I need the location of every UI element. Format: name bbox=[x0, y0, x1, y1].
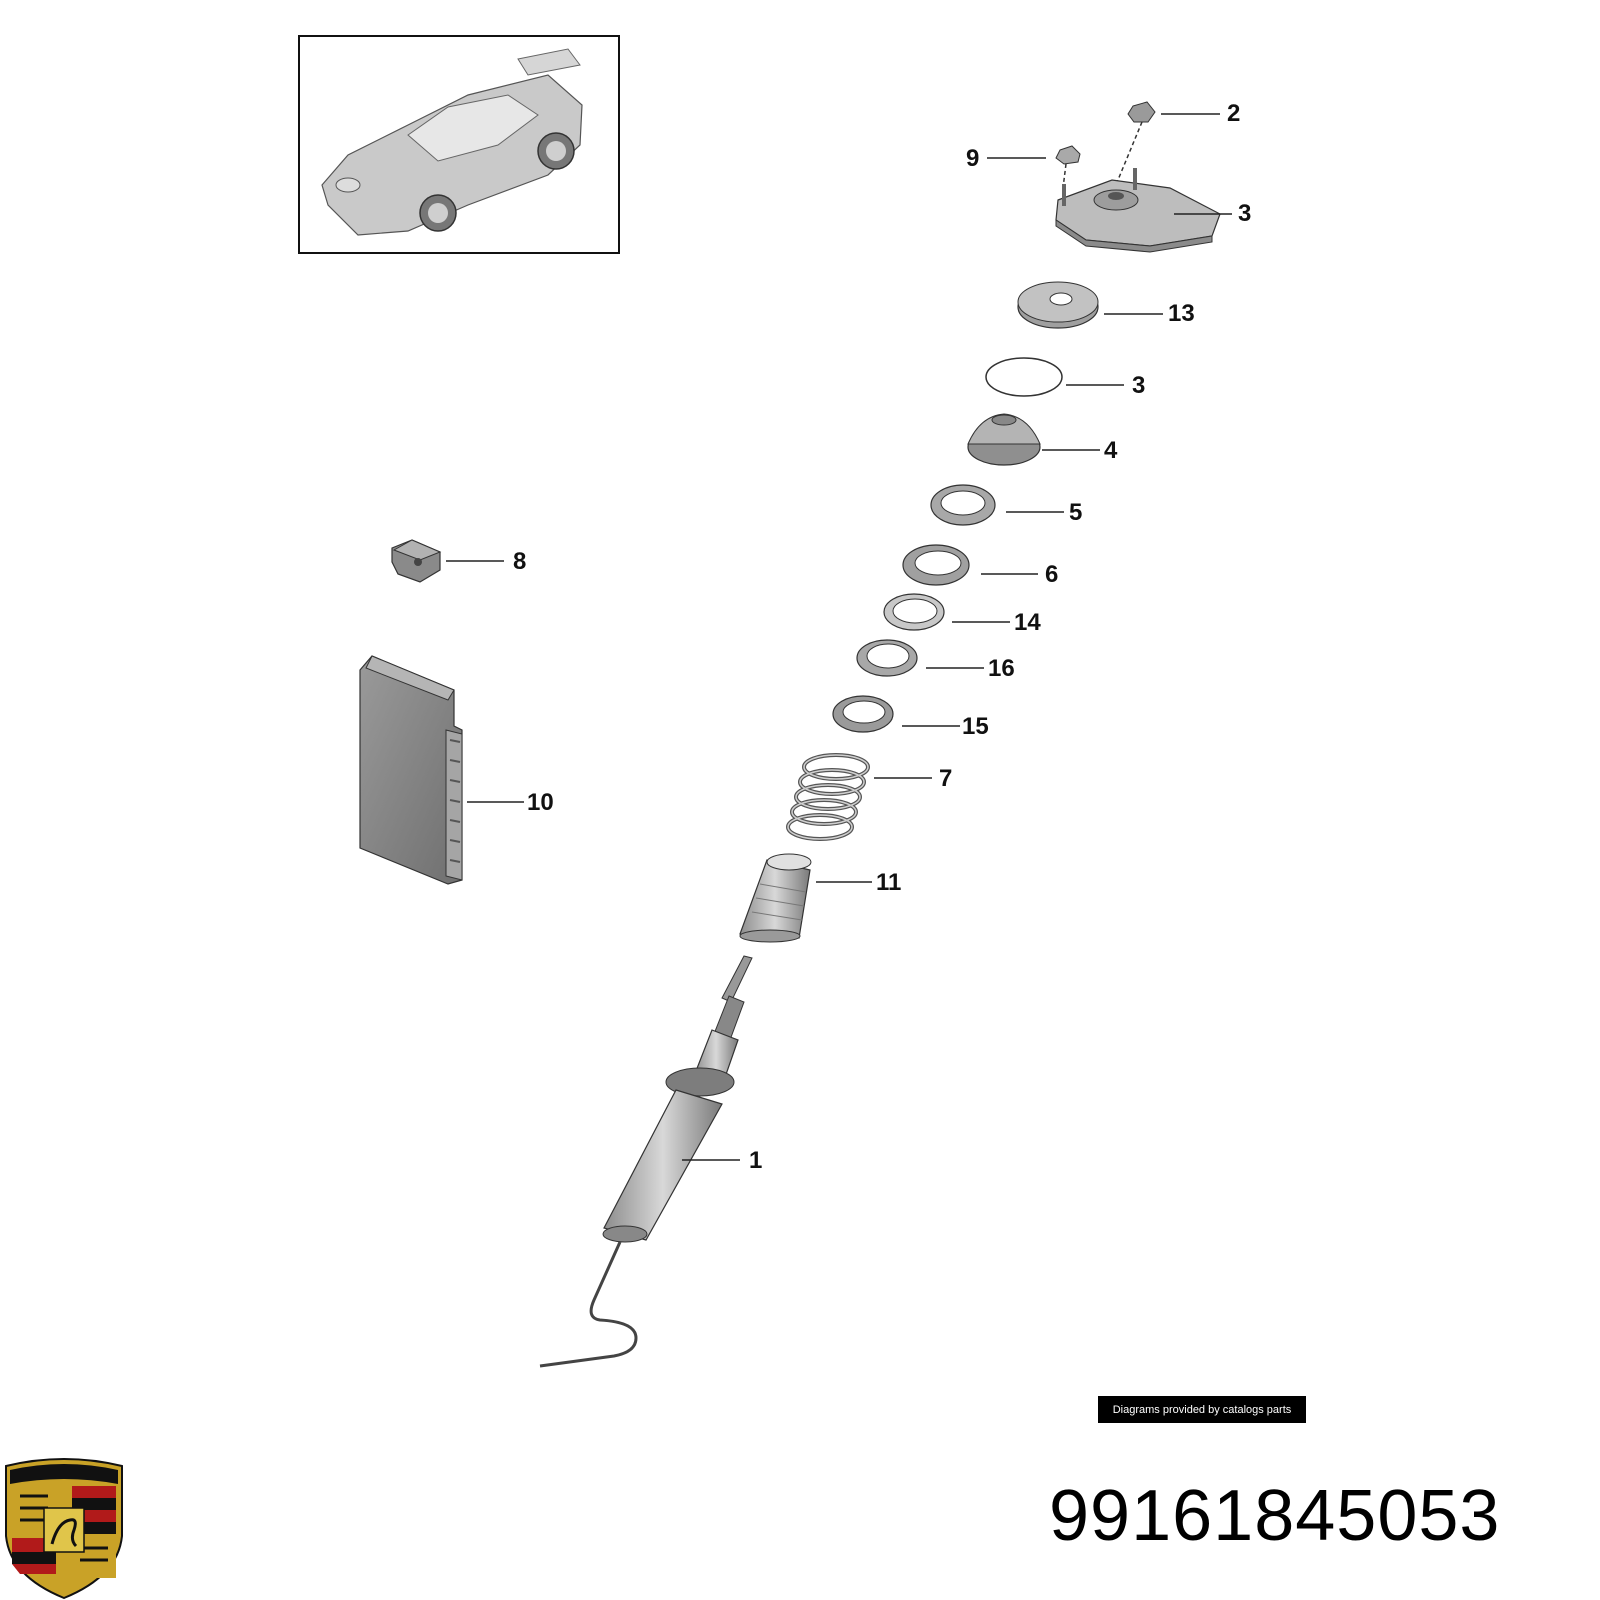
part-4-cap bbox=[967, 413, 1041, 466]
callout-8: 8 bbox=[513, 548, 527, 575]
callout-10: 10 bbox=[527, 789, 554, 816]
part-11-boot bbox=[739, 853, 812, 943]
part-13-washer bbox=[1017, 281, 1099, 329]
part-3-mount-plate bbox=[1055, 168, 1221, 253]
callout-15: 15 bbox=[962, 713, 989, 740]
callout-16: 16 bbox=[988, 655, 1015, 682]
part-16-ring bbox=[856, 639, 918, 677]
part-7-spring bbox=[786, 753, 870, 841]
part-8-sensor bbox=[391, 539, 442, 583]
leader-lines bbox=[446, 113, 1232, 1161]
vehicle-thumbnail bbox=[298, 35, 620, 254]
callout-13: 13 bbox=[1168, 300, 1195, 327]
part-number: 99161845053 bbox=[1049, 1476, 1501, 1556]
callout-3-plate: 3 bbox=[1238, 200, 1252, 227]
part-10-control-unit bbox=[359, 655, 463, 885]
credit-badge: Diagrams provided by catalogs parts bbox=[1098, 1396, 1306, 1423]
callout-11: 11 bbox=[876, 869, 902, 896]
callout-7: 7 bbox=[939, 765, 953, 792]
porsche-crest-logo bbox=[5, 1458, 123, 1600]
callout-14: 14 bbox=[1014, 609, 1041, 636]
callout-4: 4 bbox=[1104, 437, 1118, 464]
car-icon bbox=[321, 48, 583, 236]
callout-1: 1 bbox=[749, 1147, 763, 1174]
part-14-ring bbox=[883, 593, 945, 631]
callout-9: 9 bbox=[966, 145, 980, 172]
part-1-shock-absorber bbox=[539, 955, 753, 1368]
part-6-ring bbox=[902, 544, 970, 586]
callout-6: 6 bbox=[1045, 561, 1059, 588]
callout-3-ring: 3 bbox=[1132, 372, 1146, 399]
part-5-ring bbox=[930, 484, 996, 526]
part-9-nut bbox=[1055, 145, 1081, 189]
part-7-spring-highlight bbox=[787, 754, 869, 840]
callout-2: 2 bbox=[1227, 100, 1241, 127]
part-15-ring bbox=[832, 695, 894, 733]
callout-5: 5 bbox=[1069, 499, 1083, 526]
part-3-o-ring bbox=[985, 357, 1063, 397]
